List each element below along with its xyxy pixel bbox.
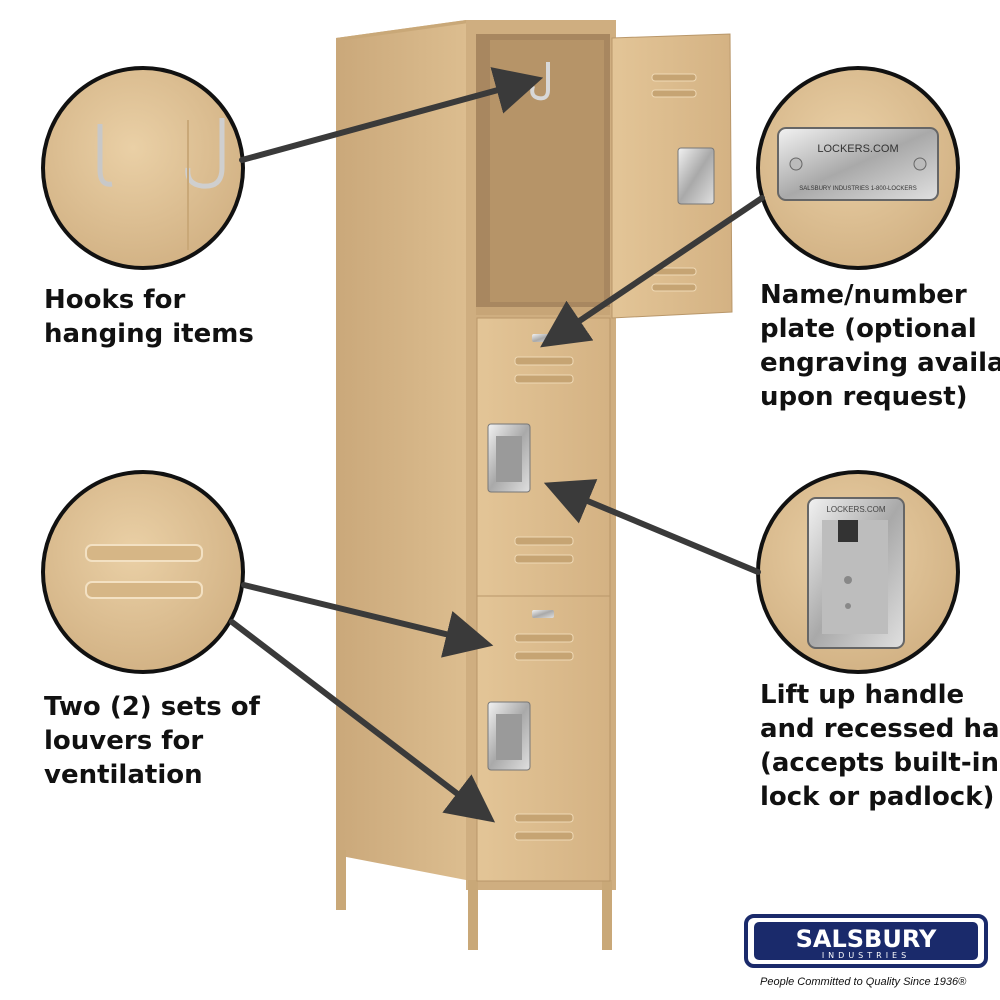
salsbury-logo: SALSBURY INDUSTRIES [744, 914, 988, 968]
locker-leg-left [336, 850, 346, 910]
bottom-name-plate [532, 610, 554, 618]
name-plate-image [777, 127, 939, 201]
name-plate-callout-text: Name/number plate (optional engraving av… [760, 280, 1000, 412]
louvers-detail-circle [41, 470, 245, 674]
handle-callout-text: Lift up handle and recessed hasp (accept… [760, 680, 1000, 812]
louver-icon [85, 581, 203, 599]
middle-door-louvers [514, 356, 574, 564]
locker [336, 20, 733, 950]
middle-name-plate [532, 334, 554, 342]
callout-arrows [229, 67, 765, 823]
locker-leg-front-right [602, 880, 612, 950]
locker-side-panel [336, 20, 466, 880]
handle-arrow [543, 479, 761, 575]
louvers-callout-text: Two (2) sets of louvers for ventilation [44, 692, 260, 790]
louver-arrow-lower [229, 619, 496, 823]
door-latch [677, 147, 715, 205]
bottom-door-louvers [514, 633, 574, 841]
locker-leg-front-left [468, 880, 478, 950]
plate-top-text: LOCKERS.COM [817, 143, 898, 155]
louver-arrow-upper [241, 582, 494, 658]
top-door-open [611, 33, 733, 319]
plate-arrow [540, 195, 765, 348]
hook-icon [97, 124, 113, 187]
logo-sub: INDUSTRIES [822, 951, 910, 960]
hooks-arrow [239, 67, 544, 163]
hooks-callout-text: Hooks for hanging items [44, 285, 254, 349]
hasp-text: LOCKERS.COM [826, 505, 885, 514]
door-louvers-open [651, 73, 697, 292]
hooks-detail-circle [41, 66, 245, 270]
louver-icon [85, 544, 203, 562]
locker-top [336, 20, 476, 40]
name-plate-detail-circle: LOCKERS.COM SALSBURY INDUSTRIES 1-800-LO… [756, 66, 960, 270]
logo-name: SALSBURY [796, 925, 937, 953]
plate-bottom-text: SALSBURY INDUSTRIES 1-800-LOCKERS [799, 186, 917, 192]
logo-tagline: People Committed to Quality Since 1936® [760, 976, 967, 988]
handle-detail-circle: LOCKERS.COM [756, 470, 960, 674]
